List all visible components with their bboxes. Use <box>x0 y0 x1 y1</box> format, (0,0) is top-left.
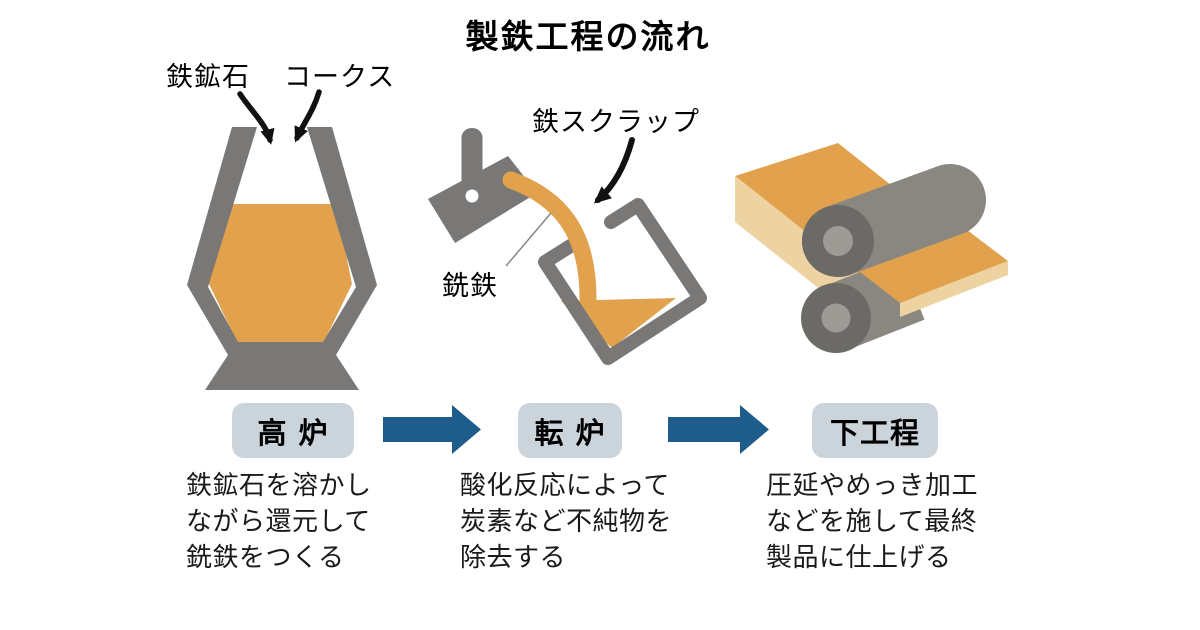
flow-arrow-1-icon <box>383 405 481 454</box>
bottom-roller-cap-hole <box>821 303 851 333</box>
scrap-arrow-icon <box>593 137 635 204</box>
pig-iron-label: 銑鉄 <box>442 271 498 302</box>
converter-shell <box>538 198 707 365</box>
rolling-mill-illustration <box>735 143 1008 353</box>
iron-ore-arrow-icon <box>237 91 275 145</box>
pig-iron-stream <box>502 171 597 307</box>
sheet-top-face <box>842 217 1008 303</box>
ladle-hanger-bar <box>461 128 483 208</box>
stage-description-downstream: 圧延やめっき加工 などを施して最終 製品に仕上げる <box>766 471 979 573</box>
flow-arrow-2-icon <box>668 405 769 454</box>
top-roller-cap-hole <box>823 226 853 256</box>
pig-iron-pointer-line <box>505 212 552 267</box>
stage-description-converter: 酸化反応によって 炭素など不純物を 除去する <box>460 471 673 573</box>
converter-illustration <box>502 171 707 365</box>
converter-pool <box>561 298 676 348</box>
diagram-title: 製鉄工程の流れ <box>465 17 711 56</box>
coke-arrow-icon <box>294 89 322 143</box>
stage-box-blast-furnace: 高 炉 <box>232 403 354 458</box>
stage-description-blast-furnace: 鉄鉱石を溶かし ながら還元して 銑鉄をつくる <box>186 471 372 573</box>
stage-box-converter: 転 炉 <box>518 403 622 458</box>
furnace-body <box>187 127 377 390</box>
molten-iron-fill <box>209 204 352 344</box>
ladle-pivot-hole <box>465 189 479 203</box>
coke-label: コークス <box>284 62 396 93</box>
sheet-edge-face <box>900 261 1008 317</box>
blast-furnace-illustration <box>187 127 377 390</box>
stage-box-downstream: 下工程 <box>812 403 938 458</box>
steel-scrap-label: 鉄スクラップ <box>532 107 700 138</box>
iron-ore-label: 鉄鉱石 <box>166 62 250 93</box>
